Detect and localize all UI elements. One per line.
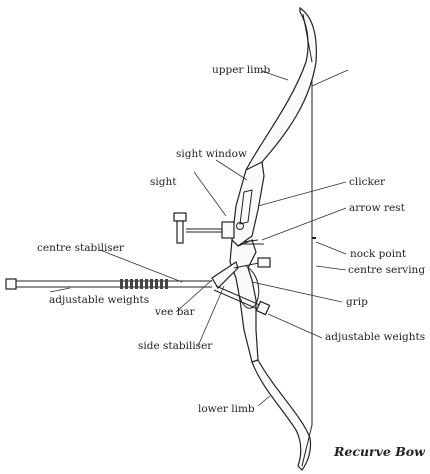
stabiliser-weight-ring	[135, 279, 138, 289]
upper-limb-label: upper limb	[212, 64, 271, 76]
stabiliser-weight-ring	[120, 279, 123, 289]
stabiliser-weight-ring	[125, 279, 128, 289]
riser-upper	[231, 161, 265, 247]
stabiliser-weight-ring	[140, 279, 143, 289]
side-stabiliser-label: side stabiliser	[138, 340, 213, 352]
adjustable-weights-right-label: adjustable weights	[325, 331, 426, 343]
stabiliser-weight-ring	[150, 279, 153, 289]
lower-limb-label: lower limb	[198, 403, 255, 415]
centre-stabiliser-label: centre stabiliser	[37, 242, 124, 254]
leader-lines	[49, 69, 349, 407]
riser-lower	[229, 238, 259, 363]
vee-bar	[211, 261, 239, 289]
stabiliser-weight-ring	[145, 279, 148, 289]
grip-label: grip	[346, 296, 368, 308]
stabiliser-weight-ring	[155, 279, 158, 289]
stabiliser-weight-ring	[130, 279, 133, 289]
stabiliser-weight-ring	[160, 279, 163, 289]
sight-assembly	[173, 212, 235, 244]
sight-pin-hole	[236, 222, 244, 230]
adjustable-weights-left-label: adjustable weights	[49, 294, 150, 306]
upper-limb	[245, 6, 317, 177]
sight-window-label: sight window	[176, 148, 247, 160]
sight-label: sight	[150, 176, 177, 188]
arrow-rest-label: arrow rest	[349, 202, 405, 214]
lower-limb	[251, 359, 312, 471]
centre-serving-label: centre serving	[348, 264, 426, 276]
nock-point-label: nock point	[350, 248, 407, 260]
clicker-label: clicker	[349, 176, 386, 188]
centre-stabiliser-rod	[5, 278, 212, 290]
stabiliser-weight-ring	[165, 279, 168, 289]
grip-shape	[239, 265, 260, 309]
diagram-caption: Recurve Bow	[334, 444, 425, 459]
vee-bar-label: vee bar	[155, 306, 195, 318]
